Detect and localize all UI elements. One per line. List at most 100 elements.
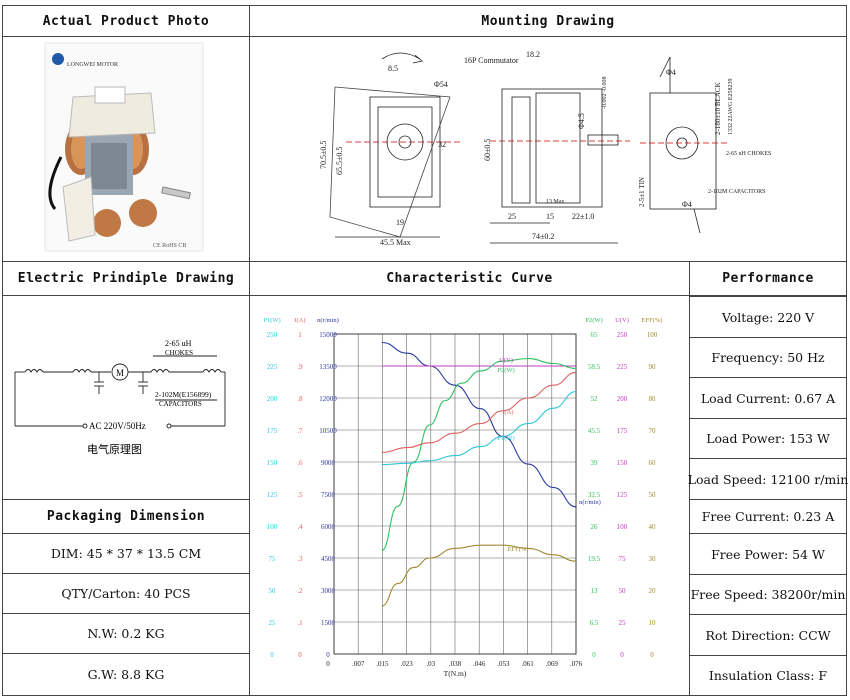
pkg-qty: QTY/Carton: 40 PCS: [2, 573, 250, 614]
right-tick-label: 75: [619, 555, 627, 563]
left-tick-label: 225: [267, 363, 278, 371]
chokes-value: 2-65 uH: [165, 339, 192, 348]
series-label: n(r/min): [579, 499, 601, 506]
x-tick-label: 0: [326, 660, 330, 668]
dim-d13: 15: [546, 212, 554, 221]
left-tick-label: 1500: [321, 619, 336, 627]
right-tick-label: 80: [649, 395, 657, 403]
performance-row: Rot Direction: CCW: [689, 614, 847, 656]
left-tick-label: 50: [269, 587, 277, 595]
series-label: EFF(%): [508, 546, 529, 553]
dim-d5: 45.5 Max: [380, 238, 411, 247]
x-tick-label: .023: [400, 660, 413, 668]
right-tick-label: 26: [591, 523, 599, 531]
right-tick-label: 52: [591, 395, 599, 403]
x-tick-label: .015: [376, 660, 389, 668]
left-tick-label: 10500: [319, 427, 337, 435]
dim-d14: 22±1.0: [572, 212, 594, 221]
left-tick-label: 6000: [321, 523, 336, 531]
right-tick-label: 65: [591, 331, 599, 339]
motor-photo: LONGWEI MOTOR CE RoHS CB: [44, 42, 204, 252]
right-tick-label: 13: [591, 587, 599, 595]
right-tick-label: 175: [617, 427, 628, 435]
performance-row: Frequency: 50 Hz: [689, 337, 847, 378]
right-tick-label: 250: [617, 331, 628, 339]
left-tick-label: .2: [297, 587, 303, 595]
series-line: [381, 341, 577, 508]
left-axis-label: n(r/min): [317, 317, 339, 324]
left-axis-label: P1(W): [263, 317, 280, 324]
series-label: U(V): [499, 357, 513, 364]
right-tick-label: 60: [649, 459, 657, 467]
electric-drawing-cell: M 2-65 uH CHOKES 2-102M(E156899) CAPACIT…: [2, 295, 250, 500]
left-tick-label: 15000: [319, 331, 337, 339]
right-tick-label: 20: [649, 587, 657, 595]
right-tick-label: 25: [619, 619, 627, 627]
left-axis-label: I(A): [294, 317, 305, 324]
left-tick-label: 0: [326, 651, 330, 659]
left-tick-label: .6: [297, 459, 303, 467]
right-tick-label: 19.5: [588, 555, 601, 563]
header-curve: Characteristic Curve: [249, 261, 690, 296]
series-label: P2(W): [497, 367, 514, 374]
dim-d21: 2-102M CAPACITORS: [708, 189, 766, 195]
right-tick-label: 6.5: [590, 619, 599, 627]
caps-value: 2-102M(E156899): [155, 390, 212, 399]
left-tick-label: 0: [270, 651, 274, 659]
performance-row: Load Current: 0.67 A: [689, 377, 847, 419]
performance-row: Free Speed: 38200r/min: [689, 574, 847, 615]
motor-symbol-label: M: [116, 368, 124, 378]
series-label: P1(W): [497, 435, 514, 442]
x-tick-label: .03: [426, 660, 435, 668]
product-photo-cell: LONGWEI MOTOR CE RoHS CB: [2, 36, 250, 262]
left-tick-label: 1: [298, 331, 302, 339]
dim-d11: -0.002 -0.008: [602, 77, 608, 110]
right-tick-label: 50: [649, 491, 657, 499]
dim-d7: 65.5±0.5: [335, 147, 344, 175]
performance-row: Free Power: 54 W: [689, 533, 847, 575]
right-tick-label: 150: [617, 459, 628, 467]
right-tick-label: 100: [617, 523, 628, 531]
series-line: [381, 391, 577, 466]
x-tick-label: .061: [521, 660, 534, 668]
right-tick-label: 90: [649, 363, 657, 371]
left-tick-label: 0: [298, 651, 302, 659]
series-line: [381, 371, 577, 453]
dim-d20: 2-65 uH CHOKES: [726, 151, 771, 157]
cert-marks: CE RoHS CB: [153, 243, 186, 249]
right-tick-label: 125: [617, 491, 628, 499]
mounting-commutator: 16P Commutator: [464, 56, 519, 65]
dim-d3: 32: [438, 140, 446, 149]
right-tick-label: 40: [649, 523, 657, 531]
right-tick-label: 45.5: [588, 427, 601, 435]
left-tick-label: 150: [267, 459, 278, 467]
left-tick-label: 9000: [321, 459, 336, 467]
performance-row: Load Power: 153 W: [689, 418, 847, 459]
right-tick-label: 32.5: [588, 491, 601, 499]
left-tick-label: 125: [267, 491, 278, 499]
dim-d12: 25: [508, 212, 516, 221]
pkg-nw: N.W: 0.2 KG: [2, 613, 250, 654]
x-tick-label: .076: [570, 660, 583, 668]
right-tick-label: 100: [647, 331, 658, 339]
left-tick-label: .3: [297, 555, 303, 563]
right-axis-label: P2(W): [585, 317, 602, 324]
dim-d1: 8.5: [388, 64, 398, 73]
characteristic-chart: 0.007.015.023.03.038.046.053.061.069.076…: [263, 317, 662, 678]
caps-label: CAPACITORS: [159, 400, 202, 408]
brand-name: LONGWEI MOTOR: [67, 62, 118, 68]
right-tick-label: 58.5: [588, 363, 601, 371]
right-tick-label: 10: [649, 619, 657, 627]
mounting-drawing: 8.5 Φ54 32 19 45.5 Max 70.5±0.5 65.5±0.5…: [319, 50, 771, 247]
right-tick-label: 39: [591, 459, 599, 467]
dim-d4: 19: [396, 218, 404, 227]
left-tick-label: 100: [267, 523, 278, 531]
dim-d10: Φ4.5: [577, 113, 586, 129]
x-axis-label: T(N.m): [444, 669, 467, 678]
right-tick-label: 0: [650, 651, 654, 659]
pkg-dim: DIM: 45 * 37 * 13.5 CM: [2, 533, 250, 574]
dim-d19: 1332 22AWG E258239: [728, 78, 734, 135]
left-tick-label: .5: [297, 491, 303, 499]
plot-frame: [333, 333, 577, 655]
left-tick-label: 200: [267, 395, 278, 403]
